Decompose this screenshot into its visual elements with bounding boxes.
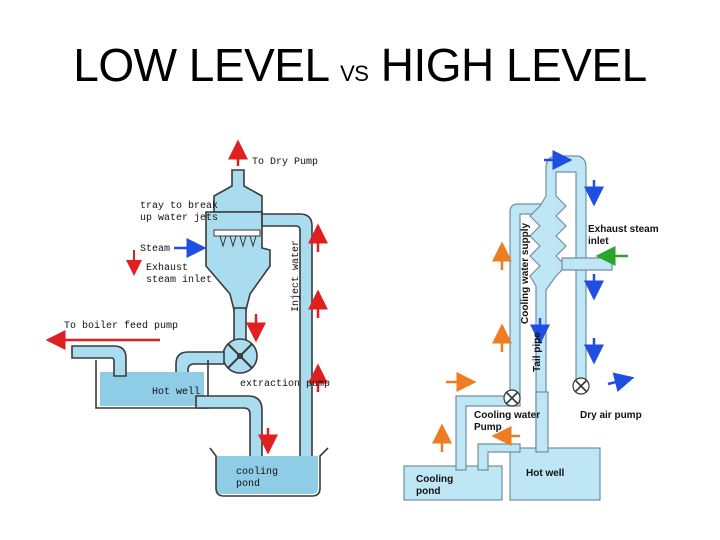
high-label-dry-air-pump: Dry air pump xyxy=(580,410,642,421)
title-low-level: LOW LEVEL xyxy=(73,39,328,91)
low-overflow-pipe xyxy=(195,395,263,461)
high-label-cooling-water-supply: Cooling water supply xyxy=(520,222,531,324)
low-boiler-feed-pipe xyxy=(71,345,127,377)
high-exhaust-inlet-pipe xyxy=(561,257,613,271)
high-dry-air-pump xyxy=(572,377,590,395)
low-extraction-pump xyxy=(222,338,258,374)
high-label-pump-2: Pump xyxy=(474,422,502,433)
low-flow-arrows xyxy=(45,139,328,455)
low-cooling-pond xyxy=(209,447,329,497)
low-label-inject-water: Inject water xyxy=(290,240,302,312)
high-label-hot-well: Hot well xyxy=(526,468,565,479)
high-label-cooling-1: Cooling xyxy=(416,474,453,485)
low-tail-pipe xyxy=(233,307,247,343)
low-label-exhaust-2: steam inlet xyxy=(146,274,212,286)
low-label-exhaust-1: Exhaust xyxy=(146,262,188,274)
high-cooling-pond xyxy=(403,465,503,501)
high-cooling-water-supply-pipe xyxy=(455,203,545,471)
high-label-exhaust-1: Exhaust steam xyxy=(588,224,659,235)
low-label-boiler-feed: To boiler feed pump xyxy=(64,320,178,332)
high-label-tail-pipe: Tail pipe xyxy=(532,332,543,372)
high-hot-well xyxy=(509,447,601,501)
low-dry-pump-outlet xyxy=(213,169,263,213)
low-condenser-body xyxy=(205,211,271,311)
low-label-tray-1: tray to break xyxy=(140,200,218,212)
low-label-extraction-pump: extraction pump xyxy=(240,378,330,390)
title-high-level: HIGH LEVEL xyxy=(380,39,648,91)
low-label-cooling-2: pond xyxy=(236,478,260,490)
low-label-tray-2: up water jets xyxy=(140,212,218,224)
high-level-condenser: Exhaust steam inlet Cooling water supply… xyxy=(403,150,659,501)
low-label-cooling-1: cooling xyxy=(236,466,278,478)
high-label-cooling-2: pond xyxy=(416,486,440,497)
high-label-pump-1: Cooling water xyxy=(474,410,540,421)
low-label-hot-well: Hot well xyxy=(152,386,200,398)
high-cooling-water-pump xyxy=(503,389,521,407)
high-tail-pipe xyxy=(535,391,549,453)
low-hot-well xyxy=(95,360,209,409)
low-level-condenser: To Dry Pump tray to break up water jets … xyxy=(45,139,330,497)
low-water-jet-tray xyxy=(213,229,261,248)
high-pump-outlet-pipe xyxy=(477,443,521,471)
title-vs: VS xyxy=(340,61,369,86)
high-flow-arrows xyxy=(432,150,635,452)
low-label-steam: Steam xyxy=(140,244,170,255)
slide-title: LOW LEVEL VS HIGH LEVEL xyxy=(0,38,720,92)
high-label-exhaust-2: inlet xyxy=(588,236,609,247)
low-label-to-dry-pump: To Dry Pump xyxy=(252,157,318,168)
